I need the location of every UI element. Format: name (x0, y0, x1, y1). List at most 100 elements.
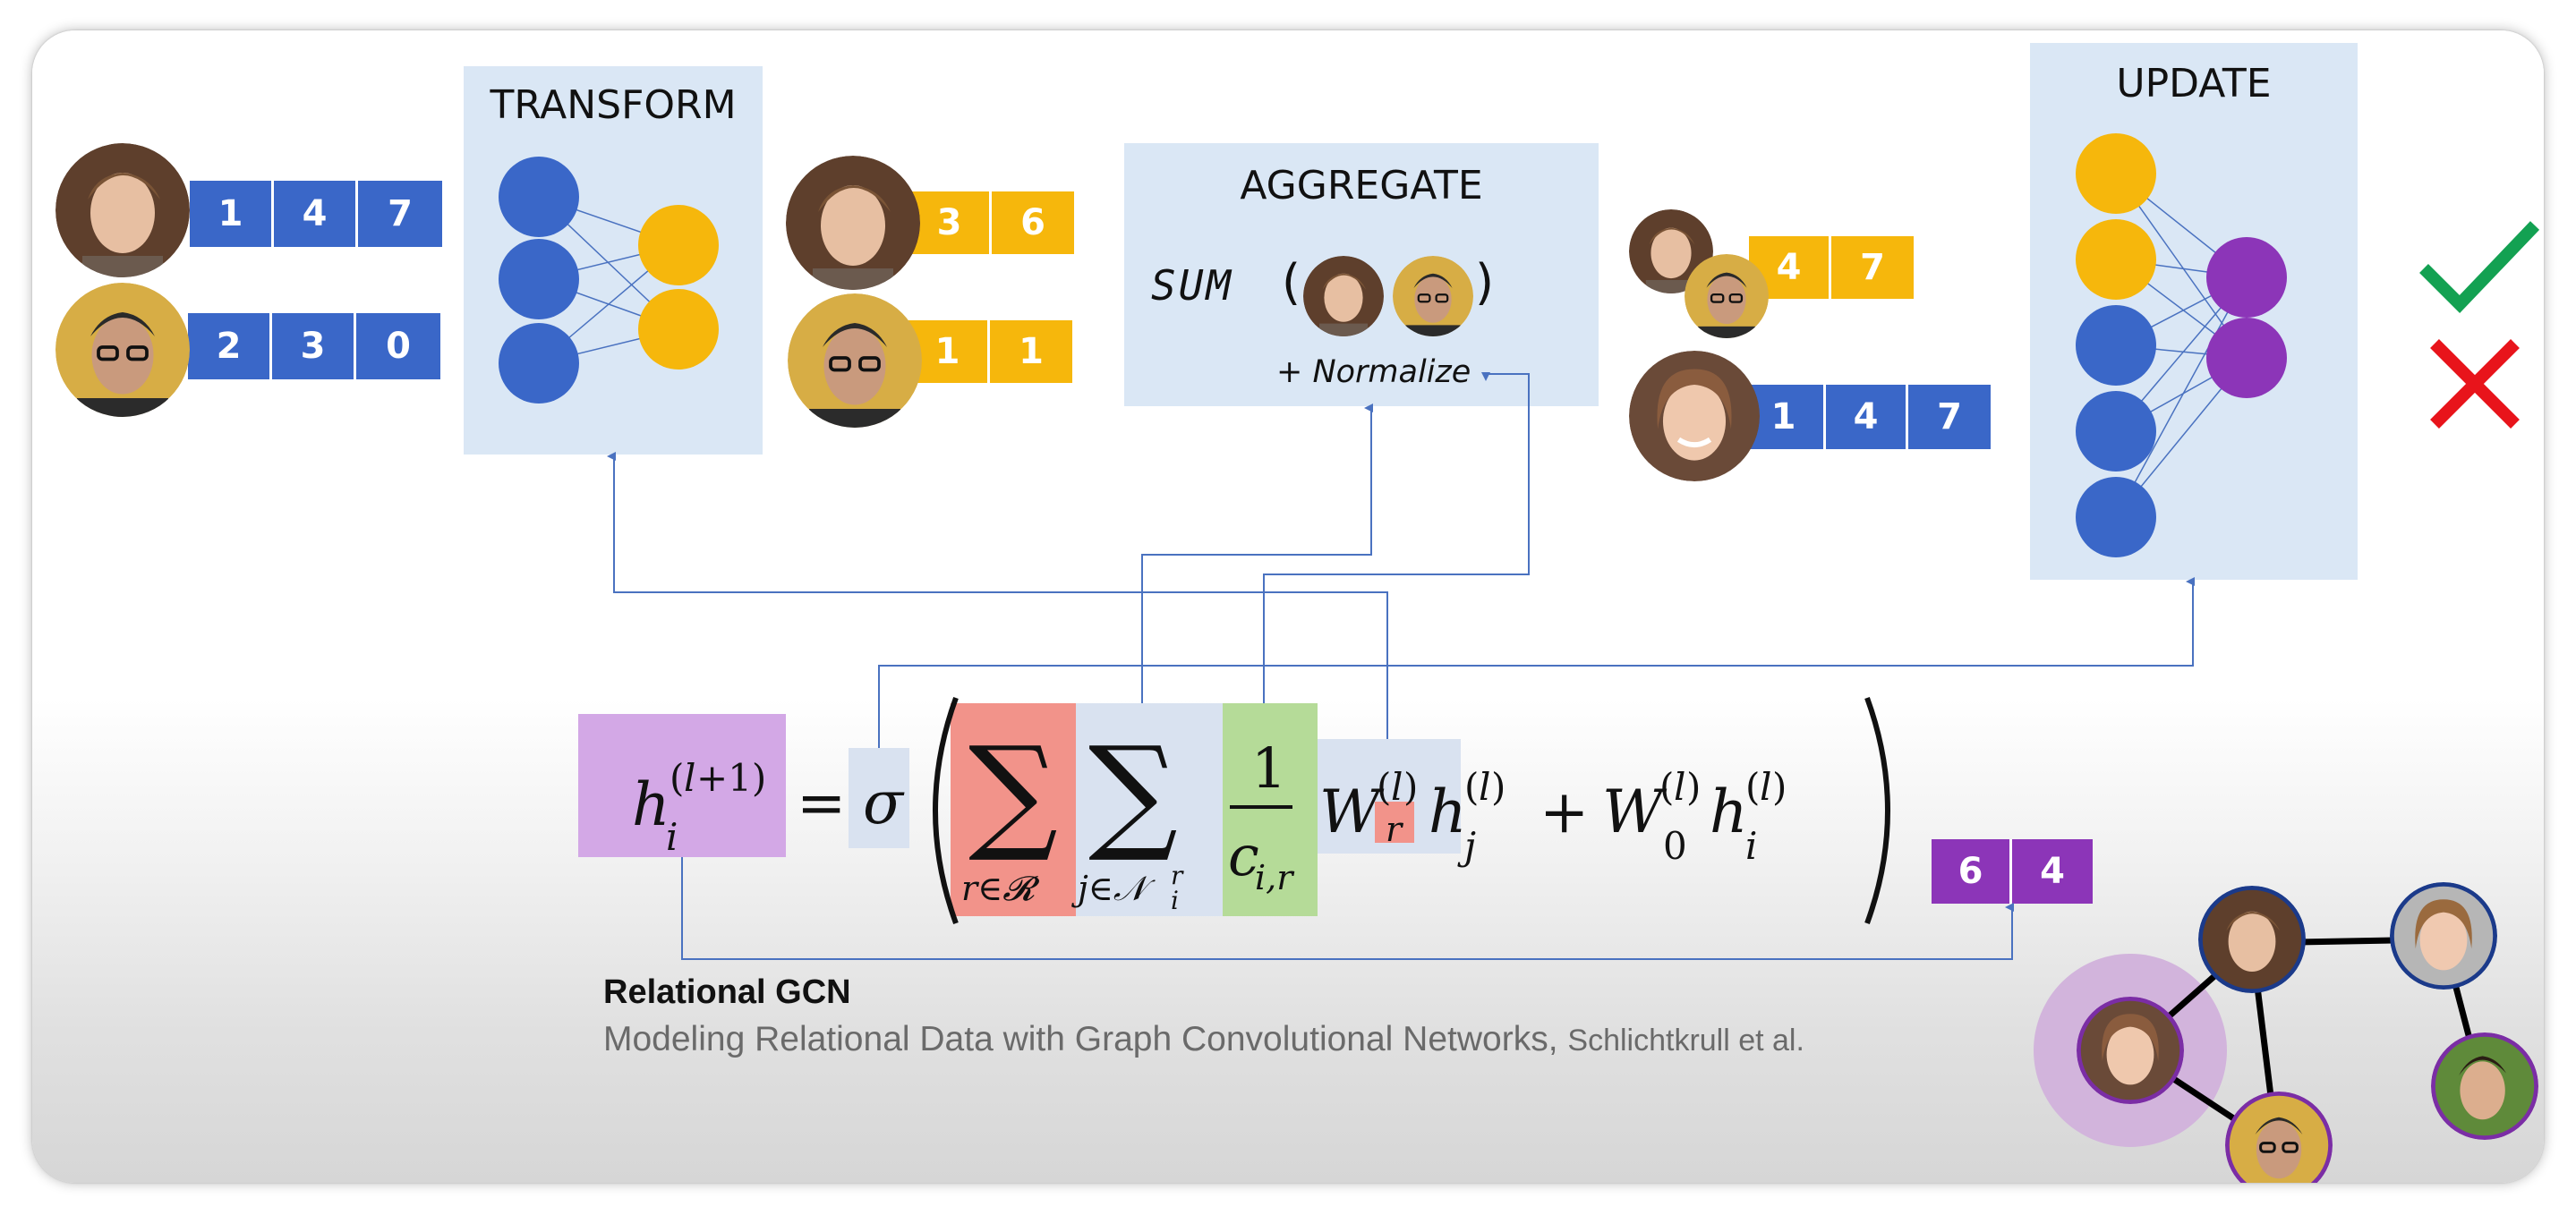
update-output-node (2206, 237, 2287, 318)
arrow-to-aggregate (1141, 404, 1373, 703)
caption-subtitle: Modeling Relational Data with Graph Conv… (603, 1020, 1804, 1059)
svg-text:l: l (1760, 765, 1771, 809)
transform-input-node (499, 323, 579, 404)
svg-text:(: ( (670, 756, 684, 800)
svg-text:(: ( (1659, 765, 1674, 809)
svg-text:1: 1 (1251, 735, 1286, 801)
transform-input-node (499, 157, 579, 237)
svg-text:i,r: i,r (1255, 858, 1295, 897)
arrow-to-normalize (1263, 372, 1530, 703)
transformed-vector-2: 1 1 (908, 320, 1072, 383)
update-input-node (2076, 305, 2156, 386)
rgcn-formula: h (l+1) i = σ ∑ r∈𝓡 ∑ j∈𝒩 r i 1 (632, 696, 1890, 925)
svg-text:(: ( (1377, 765, 1391, 809)
svg-text:i: i (1745, 824, 1757, 868)
svg-text:i: i (666, 815, 678, 859)
update-panel: UPDATE (2030, 43, 2358, 580)
slide-card: TRANSFORM AGGREGATE SUM ( ) + Normalize (32, 30, 2544, 1183)
update-output-node (2206, 318, 2287, 398)
svg-text:W: W (1602, 777, 1668, 846)
svg-text:j∈𝒩: j∈𝒩 (1071, 869, 1156, 908)
svg-text:l: l (684, 756, 695, 800)
update-input-node (2076, 391, 2156, 472)
output-vector: 6 4 (1932, 839, 2093, 904)
formula-highlight-sigma (849, 748, 909, 848)
graph-node-avatar (2077, 997, 2184, 1104)
svg-text:=: = (797, 769, 846, 837)
svg-text:+: + (1540, 777, 1589, 846)
svg-text:+1): +1) (696, 756, 766, 800)
svg-text:): ) (1491, 765, 1506, 809)
svg-text:r∈𝓡: r∈𝓡 (961, 869, 1040, 908)
sum-open-paren: ( (1282, 254, 1301, 310)
update-input-node (2076, 219, 2156, 300)
formula-highlight-neighbor-sum (1076, 703, 1223, 916)
svg-text:i: i (1171, 886, 1179, 915)
vector-cell: 3 (909, 191, 992, 254)
update-input-node (2076, 477, 2156, 557)
input-vector-2: 2 3 0 (188, 313, 440, 379)
svg-text:): ) (1772, 765, 1787, 809)
vector-cell: 1 (908, 320, 990, 383)
formula-highlight-relation-index (1375, 802, 1414, 843)
sum-close-paren: ) (1475, 254, 1495, 310)
vector-cell: 7 (358, 181, 442, 247)
avatar-person-b (1685, 254, 1769, 338)
transform-output-node (638, 205, 719, 285)
avatar-person-a (786, 156, 920, 290)
vector-cell: 3 (272, 313, 356, 379)
vector-cell: 4 (1749, 236, 1831, 299)
transformed-vector-1: 3 6 (909, 191, 1074, 254)
update-input-node (2076, 133, 2156, 214)
svg-text:(: ( (1745, 765, 1760, 809)
avatar-person-b (1393, 256, 1473, 336)
caption-title: Relational GCN (603, 973, 851, 1011)
vector-cell: 6 (1932, 839, 2012, 904)
vector-cell: 1 (190, 181, 274, 247)
connector-arrows (607, 372, 2195, 960)
svg-text:∑: ∑ (1088, 720, 1178, 866)
arrow-to-output (681, 857, 2014, 960)
avatar-person-b (55, 283, 190, 417)
vector-cell: 6 (992, 191, 1074, 254)
formula-highlight-output (578, 714, 786, 857)
svg-text:l: l (1479, 765, 1490, 809)
vector-cell: 1 (990, 320, 1072, 383)
normalize-label: + Normalize (1276, 354, 1471, 390)
avatar-person-c (1629, 351, 1760, 481)
input-vector-1: 1 4 7 (190, 181, 442, 247)
svg-text:W: W (1319, 777, 1385, 846)
graph-node-avatar (2431, 1032, 2538, 1140)
graph-node-avatar (2390, 882, 2497, 990)
avatar-person-b (788, 293, 922, 428)
vector-cell: 4 (2012, 839, 2093, 904)
svg-text:l: l (1391, 765, 1403, 809)
vector-cell: 7 (1908, 385, 1991, 449)
svg-text:): ) (1403, 765, 1418, 809)
svg-text:h: h (1710, 777, 1748, 846)
avatar-person-a (1303, 256, 1384, 336)
vector-cell: 4 (274, 181, 358, 247)
svg-text:): ) (1686, 765, 1701, 809)
formula-highlight-normalize (1223, 703, 1318, 916)
svg-text:σ: σ (863, 769, 905, 837)
svg-text:h: h (1429, 777, 1467, 846)
transform-panel: TRANSFORM (464, 66, 763, 455)
transform-input-node (499, 239, 579, 319)
aggregate-title: AGGREGATE (1240, 163, 1483, 208)
cross-icon (2430, 339, 2520, 429)
svg-text:r: r (1386, 810, 1404, 849)
svg-text:∑: ∑ (968, 720, 1058, 866)
vector-cell: 1 (1744, 385, 1826, 449)
svg-text:l: l (1674, 765, 1685, 809)
svg-text:h: h (632, 770, 670, 839)
svg-text:r: r (1171, 861, 1184, 890)
graph-node-avatar (2198, 886, 2306, 993)
graph-node-avatar (2225, 1092, 2333, 1183)
sum-label: SUM (1151, 261, 1234, 310)
caption-paper-title: Modeling Relational Data with Graph Conv… (603, 1020, 1558, 1058)
aggregated-vector: 4 7 (1749, 236, 1914, 299)
svg-text:(: ( (1464, 765, 1479, 809)
vector-cell: 7 (1831, 236, 1914, 299)
update-network (2076, 133, 2287, 557)
